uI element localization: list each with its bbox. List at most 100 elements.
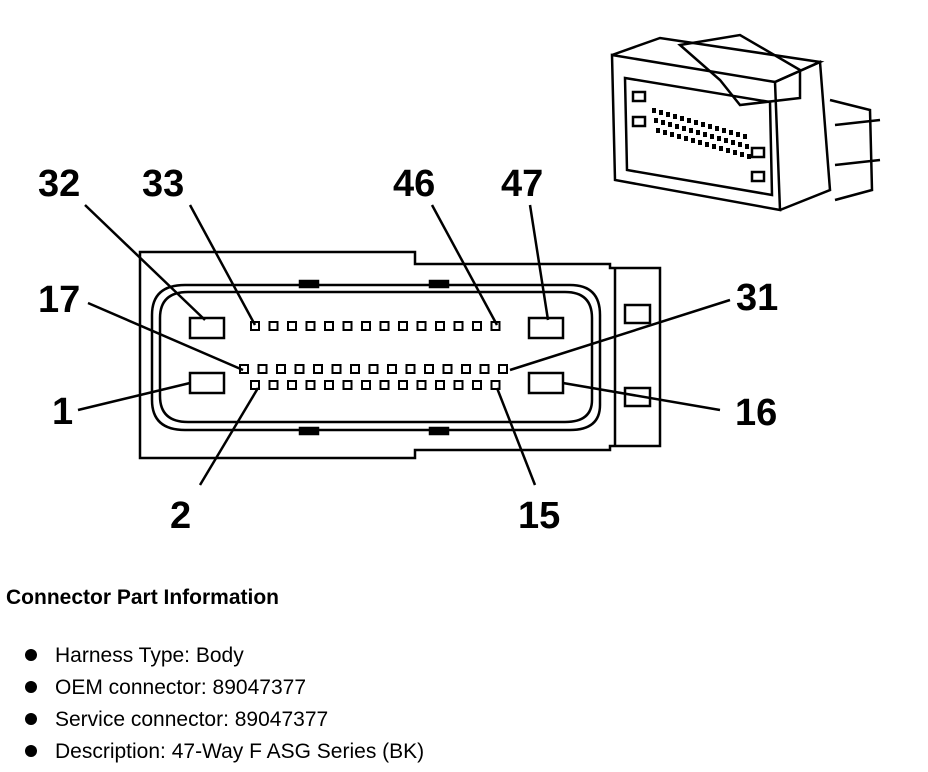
connector-3d-cavity-1-3 xyxy=(675,124,679,129)
connector-3d-cavity-0-4 xyxy=(680,116,684,121)
leader-15 xyxy=(495,387,537,486)
connector-3d-cavity-0-6 xyxy=(694,120,698,125)
connector-key-top-left xyxy=(298,279,320,289)
connector-3d-cavity-1-8 xyxy=(710,134,714,139)
connector-3d-cavity-1-11 xyxy=(731,140,735,145)
pin-label-32: 32 xyxy=(38,163,80,205)
cavity-32 xyxy=(188,316,226,340)
leader-32 xyxy=(84,204,206,321)
leader-47 xyxy=(528,204,550,321)
connector-3d-cavity-2-8 xyxy=(712,144,716,149)
connector-3d-cavity-1-4 xyxy=(682,126,686,131)
cavity-small-top-5 xyxy=(342,321,353,331)
connector-diagram: 32 33 46 47 17 31 1 16 2 15 xyxy=(38,33,881,537)
info-list: Harness Type: Body OEM connector: 890473… xyxy=(6,640,424,768)
cavity-small-mid-10 xyxy=(424,364,434,374)
connector-key-top-right xyxy=(428,279,450,289)
connector-3d-cavity-0-10 xyxy=(722,128,726,133)
connector-3d-cavity-1-0 xyxy=(654,118,658,123)
cavity-small-bottom-5 xyxy=(342,380,353,390)
connector-outer-housing xyxy=(138,250,662,460)
connector-face xyxy=(138,250,662,460)
connector-inner-shroud xyxy=(150,283,602,432)
cavity-small-mid-11 xyxy=(442,364,453,374)
info-item-oem-connector: OEM connector: 89047377 xyxy=(6,672,424,704)
info-item-text: Service connector: 89047377 xyxy=(55,708,329,731)
cavity-small-mid-12 xyxy=(461,364,471,374)
connector-3d-cavity-2-0 xyxy=(656,128,660,133)
connector-3d-cavity-tr xyxy=(750,146,766,159)
connector-3d-cavity-2-5 xyxy=(691,138,695,143)
cavity-small-bottom-13 xyxy=(490,380,501,390)
connector-3d-cavity-2-1 xyxy=(663,130,667,135)
connector-3d-cavity-2-3 xyxy=(677,134,681,139)
info-item-service-connector: Service connector: 89047377 xyxy=(6,704,424,736)
pin-label-17: 17 xyxy=(38,279,80,321)
connector-3d-latch xyxy=(829,98,874,202)
cavity-small-mid-4 xyxy=(313,364,323,374)
connector-3d-cavity-0-5 xyxy=(687,118,691,123)
info-item-text: Description: 47-Way F ASG Series (BK) xyxy=(55,740,425,763)
info-item-description: Description: 47-Way F ASG Series (BK) xyxy=(6,736,424,768)
cavity-small-top-2 xyxy=(287,321,297,331)
cavity-small-mid-9 xyxy=(405,364,416,374)
connector-seal-line xyxy=(158,290,594,424)
cavity-small-top-12 xyxy=(472,321,482,331)
connector-3d-cavity-1-2 xyxy=(668,122,672,127)
connector-3d-cavity-2-11 xyxy=(733,150,737,155)
cavity-small-top-9 xyxy=(416,321,427,331)
connector-3d-cavity-0-13 xyxy=(743,134,747,139)
cavity-47 xyxy=(527,316,565,340)
connector-3d-cavity-0-3 xyxy=(673,114,677,119)
cavity-small-mid-3 xyxy=(294,364,305,374)
connector-3d-inner-face xyxy=(623,76,774,197)
bullet-icon xyxy=(25,681,37,693)
cavity-small-top-0 xyxy=(250,321,260,331)
leader-2 xyxy=(198,387,260,486)
cavity-small-mid-5 xyxy=(331,364,342,374)
bullet-icon xyxy=(25,713,37,725)
cavity-small-bottom-6 xyxy=(361,380,371,390)
connector-3d-cavity-0-0 xyxy=(652,108,656,113)
pin-label-2: 2 xyxy=(170,495,191,537)
connector-3d-cavity-2-2 xyxy=(670,132,674,137)
leader-17 xyxy=(87,301,244,372)
connector-latch-slot-top xyxy=(623,303,652,325)
pin-label-47: 47 xyxy=(501,163,543,205)
info-item-text: Harness Type: Body xyxy=(55,644,244,667)
cavity-small-mid-14 xyxy=(498,364,508,374)
connector-3d-latch-rib-2 xyxy=(834,158,881,167)
cavity-small-mid-2 xyxy=(276,364,286,374)
info-item-text: OEM connector: 89047377 xyxy=(55,676,306,699)
cavity-small-bottom-0 xyxy=(250,380,260,390)
connector-key-bottom-left xyxy=(298,426,320,436)
cavity-small-bottom-7 xyxy=(379,380,390,390)
cavity-small-top-6 xyxy=(361,321,371,331)
cavity-small-mid-1 xyxy=(257,364,268,374)
cavity-small-bottom-9 xyxy=(416,380,427,390)
connector-3d-cavity-0-2 xyxy=(666,112,670,117)
connector-3d-cavity-1-1 xyxy=(661,120,665,125)
connector-3d-cavity-br xyxy=(750,170,766,183)
connector-3d-cavity-1-5 xyxy=(689,128,693,133)
connector-3d-cavity-2-10 xyxy=(726,148,730,153)
connector-3d-cavity-0-11 xyxy=(729,130,733,135)
cavity-row-2-15 xyxy=(250,380,501,390)
cavity-small-bottom-1 xyxy=(268,380,279,390)
connector-3d-cavity-0-7 xyxy=(701,122,705,127)
cavity-small-mid-13 xyxy=(479,364,490,374)
leader-1 xyxy=(77,381,191,412)
cavity-small-top-11 xyxy=(453,321,464,331)
connector-3d-cavity-2-9 xyxy=(719,146,723,151)
connector-3d-cavity-0-9 xyxy=(715,126,719,131)
cavity-small-top-1 xyxy=(268,321,279,331)
connector-3d-cavity-2-7 xyxy=(705,142,709,147)
info-heading: Connector Part Information xyxy=(6,586,280,609)
pin-label-1: 1 xyxy=(52,391,73,433)
leader-33 xyxy=(188,204,257,326)
connector-3d-side xyxy=(774,60,832,212)
large-cavities xyxy=(188,316,565,395)
connector-part-information: Connector Part Information Harness Type:… xyxy=(6,586,424,768)
pin-label-31: 31 xyxy=(736,277,778,319)
connector-3d-cavity-0-1 xyxy=(659,110,663,115)
